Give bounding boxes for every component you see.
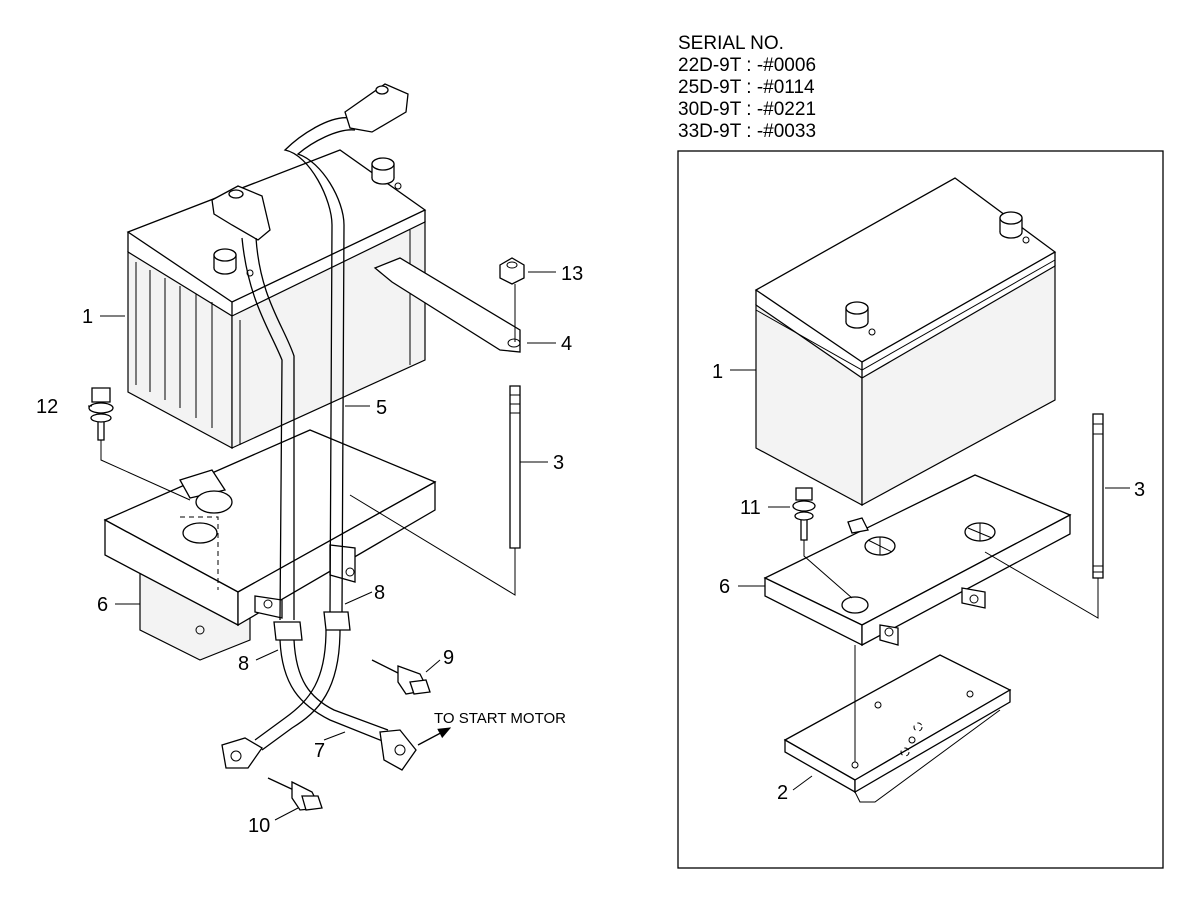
right-assembly: 1 11 3 6 2 <box>712 177 1145 804</box>
base-plate-2 <box>783 645 1012 803</box>
bolt-12 <box>88 387 191 501</box>
callout-6-left: 6 <box>97 594 108 616</box>
serial-number-block: SERIAL NO. 22D-9T : -#0006 25D-9T : -#01… <box>678 33 816 143</box>
hook-rod-3 <box>349 385 521 596</box>
hook-rod-3-right <box>984 413 1104 619</box>
callout-6-right: 6 <box>719 576 730 598</box>
bolt-9 <box>371 659 431 695</box>
callout-3-left: 3 <box>553 452 564 474</box>
cable-clamp-b <box>323 611 351 631</box>
callout-1-left: 1 <box>82 306 93 328</box>
callout-5: 5 <box>376 397 387 419</box>
cable-clamp-a <box>273 621 303 641</box>
callout-4: 4 <box>561 333 572 355</box>
callout-13: 13 <box>561 263 583 285</box>
serial-line-22d: 22D-9T : -#0006 <box>678 55 817 76</box>
callout-12: 12 <box>36 396 58 418</box>
serial-line-30d: 30D-9T : -#0221 <box>678 99 817 120</box>
to-start-motor-note: TO START MOTOR <box>434 710 566 727</box>
callout-2: 2 <box>777 782 788 804</box>
serial-heading: SERIAL NO. <box>678 33 784 54</box>
battery-left <box>126 149 427 450</box>
battery-right <box>754 177 1057 507</box>
nut-13 <box>499 257 525 342</box>
callout-9: 9 <box>443 647 454 669</box>
hold-down-bracket-4 <box>373 257 521 353</box>
left-assembly: 1 12 5 13 4 3 6 8 8 9 7 10 TO START MOTO… <box>36 83 583 837</box>
callout-8-upper: 8 <box>374 582 385 604</box>
bolt-10 <box>267 777 323 811</box>
negative-terminal-clamp <box>211 185 271 241</box>
serial-line-33d: 33D-9T : -#0033 <box>678 121 817 142</box>
battery-cable-5 <box>241 83 409 621</box>
battery-tray-left <box>103 429 437 661</box>
serial-line-25d: 25D-9T : -#0114 <box>678 77 815 98</box>
battery-tray-right <box>763 474 1072 647</box>
ground-cable-7 <box>221 629 452 771</box>
callout-3-right: 3 <box>1134 479 1145 501</box>
callout-8-lower: 8 <box>238 653 249 675</box>
callout-10: 10 <box>248 815 270 837</box>
serial-detail-frame <box>677 150 1164 869</box>
bolt-11 <box>792 487 853 599</box>
callout-11: 11 <box>740 497 761 519</box>
callout-1-right: 1 <box>712 361 723 383</box>
callout-7: 7 <box>314 740 325 762</box>
